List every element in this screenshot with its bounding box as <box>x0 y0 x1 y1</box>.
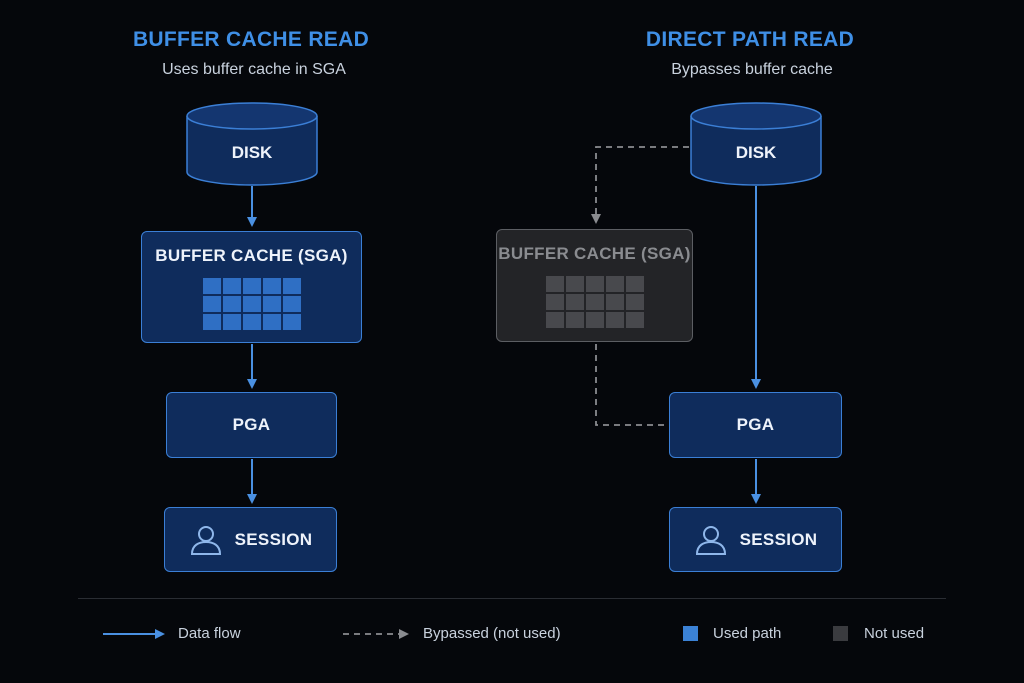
left-pga-box: PGA <box>166 392 337 458</box>
left-subtitle: Uses buffer cache in SGA <box>162 61 346 78</box>
legend-bypassed-label: Bypassed (not used) <box>423 625 561 642</box>
left-disk-label: DISK <box>231 143 273 162</box>
legend-used-label: Used path <box>713 625 782 642</box>
right-user-icon <box>695 525 726 555</box>
legend-not-used-label: Not used <box>864 625 925 642</box>
left-pga-label: PGA <box>232 415 271 434</box>
right-disk-label: DISK <box>735 143 777 162</box>
right-dashed-disk-cache <box>591 146 689 224</box>
left-disk-icon <box>186 102 318 186</box>
right-disk-icon <box>690 102 822 186</box>
right-pga-label: PGA <box>736 415 775 434</box>
left-buffer-cache-label: BUFFER CACHE (SGA) <box>155 246 348 265</box>
right-buffer-cache-label: BUFFER CACHE (SGA) <box>498 244 691 263</box>
right-subtitle: Bypasses buffer cache <box>671 61 833 78</box>
left-session-box: SESSION <box>164 507 337 572</box>
legend-data-flow-label: Data flow <box>178 625 241 642</box>
right-session-box: SESSION <box>669 507 842 572</box>
left-session-label: SESSION <box>234 529 313 549</box>
right-title: DIRECT PATH READ <box>645 28 855 51</box>
left-cache-grid-icon <box>202 278 301 330</box>
left-buffer-cache-box: BUFFER CACHE (SGA) <box>141 231 362 343</box>
legend-not-used-swatch <box>833 626 848 641</box>
right-session-label: SESSION <box>739 529 818 549</box>
right-pga-box: PGA <box>669 392 842 458</box>
legend-used-swatch <box>683 626 698 641</box>
left-title: BUFFER CACHE READ <box>132 28 370 51</box>
right-buffer-cache-box: BUFFER CACHE (SGA) <box>496 229 693 342</box>
legend-divider <box>78 598 946 599</box>
right-dashed-cache-pga <box>595 344 667 426</box>
right-cache-grid-icon <box>545 276 644 328</box>
left-user-icon <box>190 525 221 555</box>
